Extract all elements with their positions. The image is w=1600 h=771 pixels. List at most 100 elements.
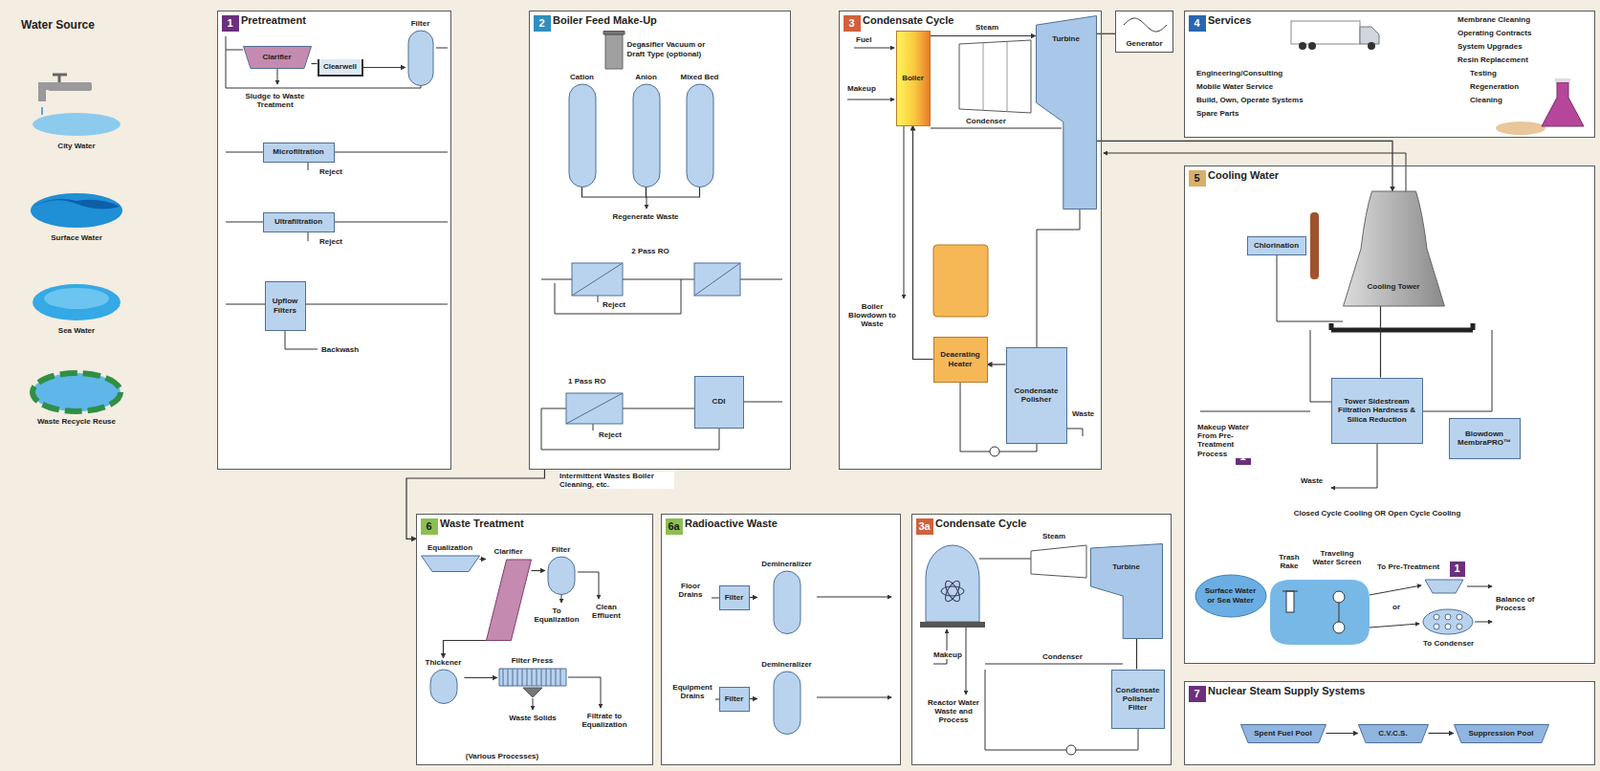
- panel-fill: [911, 513, 1172, 766]
- node-text: Ultrafiltration: [274, 217, 323, 226]
- text-area: Services: [1207, 14, 1251, 27]
- node-text: 3: [848, 17, 855, 30]
- node-text: 2: [538, 17, 545, 30]
- node-text: Filter: [551, 545, 571, 554]
- text-label: Backwash: [321, 345, 359, 354]
- outline-path: [1240, 723, 1326, 743]
- text-area: Condensate Cycle: [862, 14, 954, 27]
- text-area: 2: [533, 15, 551, 32]
- text-label: Water Source: [21, 19, 95, 33]
- text-label: Steam: [975, 22, 999, 32]
- text-area: 3: [843, 15, 861, 32]
- text-block: Ultrafiltration: [274, 217, 323, 226]
- panel-fill: [838, 10, 1102, 470]
- flow-connector: [1380, 306, 1381, 378]
- outline-path: [503, 668, 561, 686]
- flow-connector: [1096, 33, 1117, 35]
- text-block: Suppression Pool: [1468, 728, 1534, 738]
- text-label: Regenerate Waste: [602, 212, 689, 221]
- node-outline: [405, 19, 437, 87]
- outline-path: [485, 559, 531, 641]
- text-label: Condenser: [1042, 652, 1083, 661]
- panel-fill: [660, 513, 901, 766]
- text-area: Filter: [722, 688, 747, 710]
- text-block: Boiler: [901, 73, 924, 83]
- text-block: Thickener: [425, 657, 462, 667]
- node-text: Turbine: [1112, 562, 1140, 571]
- text-block: Clarifier: [493, 547, 523, 556]
- text-label: Trash Rake: [1271, 552, 1307, 570]
- text-block: 6: [425, 520, 432, 533]
- text-label: (Various Processes): [449, 751, 555, 761]
- vessel-tank: Demineralizer: [757, 559, 817, 635]
- text-area: 7: [1188, 685, 1206, 702]
- outline-path: [499, 668, 567, 686]
- basin-shape: Suppression Pool: [1453, 723, 1550, 744]
- text-label: 1 Pass RO: [568, 376, 607, 386]
- outline-path: [1090, 543, 1162, 638]
- panel-fill: [1183, 10, 1596, 138]
- text-label: Clean Effluent: [585, 602, 628, 620]
- text-area: Clarifier: [248, 45, 307, 69]
- flow-connector: [987, 363, 1007, 365]
- text-label: Fuel: [855, 35, 872, 44]
- text-block: Filter: [724, 592, 745, 602]
- text-area: Degasifier Vacuum or Draft Type (optiona…: [627, 30, 718, 69]
- node-text: Blowdown MembraPRO™: [1451, 429, 1518, 447]
- text-block: 1: [1453, 562, 1460, 575]
- section-panel: 3BoilerTurbineDeaerating HeaterCondensat…: [838, 10, 1102, 470]
- text-block: Microfiltration: [272, 147, 324, 156]
- text-block: Waste Treatment: [439, 517, 525, 530]
- text-area: Demineralizer: [757, 659, 817, 671]
- flow-connector: [363, 66, 406, 68]
- section-panel: 7Spent Fuel Pool C.V.C.S. Suppression Pool…: [1183, 680, 1596, 766]
- node-text: Boiler: [901, 73, 924, 83]
- clearwell-tank: Clearwell: [317, 59, 364, 77]
- node-text: Clarifier: [493, 547, 523, 556]
- node-outline: [1035, 15, 1097, 210]
- node-text: Chlorination: [1253, 241, 1299, 250]
- node-text: Waste Treatment: [439, 517, 525, 530]
- text-area: Thickener: [422, 657, 465, 669]
- text-block: Services: [1207, 14, 1251, 27]
- text-area: Spent Fuel Pool: [1246, 723, 1321, 744]
- text-block: Upflow Filters: [267, 296, 304, 314]
- text-area: Pretreatment: [241, 14, 307, 27]
- node-outline: [675, 72, 725, 188]
- flow-connector: [1428, 732, 1454, 734]
- process-box: Blowdown MembraPRO™: [1448, 417, 1521, 460]
- text-label: Sea Water: [28, 326, 125, 335]
- text-label: City Water: [28, 141, 125, 151]
- clarifier-shape: Clarifier: [485, 547, 532, 641]
- text-label: Filtrate to Equalization: [579, 711, 630, 729]
- panel-fill: [528, 10, 791, 470]
- flow-connector: [749, 698, 758, 700]
- node-text: Demineralizer: [761, 659, 811, 669]
- text-area: Filter: [722, 587, 747, 609]
- text-block: Surface Water or Sea Water: [1202, 586, 1260, 604]
- node-text: C.V.C.S.: [1378, 728, 1407, 738]
- node-text: Demineralizer: [761, 559, 811, 569]
- node-text: Cation: [569, 72, 594, 82]
- section-panel: 6aFilterDemineralizerFilterDemineralizer…: [660, 513, 901, 766]
- boiler-box: Boiler: [896, 30, 931, 127]
- text-label: Waste Recycle Reuse: [19, 416, 134, 426]
- text-block: 3a: [918, 520, 930, 533]
- node-text: Radioactive Waste: [684, 517, 778, 530]
- text-area: Cation: [563, 72, 602, 84]
- node-outline: [563, 72, 602, 188]
- text-label: Resin Replacement: [1457, 55, 1529, 65]
- text-block: CDI: [712, 396, 726, 406]
- text-block: Demineralizer: [761, 559, 811, 569]
- text-label: Reject: [602, 300, 626, 309]
- process-box: Ultrafiltration: [263, 212, 335, 233]
- text-label: Traveling Water Screen: [1310, 548, 1364, 567]
- outline-path: [547, 556, 575, 595]
- flow-connector: [480, 558, 486, 560]
- vessel-tank: Anion: [627, 72, 666, 188]
- text-area: 6: [420, 518, 439, 535]
- text-block: Clarifier: [262, 52, 291, 62]
- turbine-shape: Turbine: [1035, 15, 1097, 210]
- text-area: Ultrafiltration: [265, 214, 332, 231]
- flow-connector: [531, 569, 546, 571]
